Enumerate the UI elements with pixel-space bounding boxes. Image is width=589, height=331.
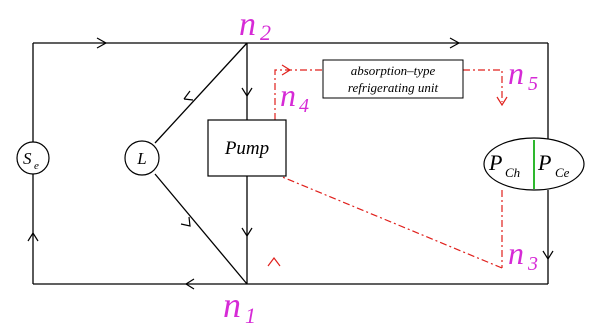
absorption-unit-component: absorption–type refrigerating unit (322, 59, 464, 99)
load-component: L (124, 140, 160, 176)
right-edge-arrow (542, 250, 554, 261)
top-right-arrow (449, 37, 461, 49)
node-n4-letter: n (280, 77, 296, 113)
chiller-right-subscript: Ce (555, 165, 570, 180)
chiller-component: P Ch P Ce (483, 137, 585, 191)
source-letter: S (23, 149, 32, 168)
node-n2-label: n 2 (239, 6, 271, 45)
pump-component: Pump (207, 119, 287, 177)
node-n4-label: n 4 (280, 77, 309, 117)
load-lower-arrow (180, 216, 191, 227)
chiller-left-letter: P (488, 150, 502, 175)
pump-label: Pump (224, 138, 269, 159)
dashed-arrow-up (267, 257, 281, 267)
node-n4-subscript: 4 (299, 95, 309, 117)
node-n3-subscript: 3 (527, 253, 538, 275)
node-n1-letter: n (223, 285, 241, 325)
node-n5-label: n 5 (508, 55, 538, 95)
dashed-path-n3-to-pump (279, 175, 503, 269)
chiller-left-subscript: Ch (505, 165, 520, 180)
dashed-arrow-down (496, 96, 508, 107)
top-left-arrow (96, 37, 108, 49)
load-upper-arrow (183, 90, 194, 101)
pump-lower-arrow (241, 227, 253, 238)
node-n5-letter: n (508, 55, 524, 91)
load-label: L (136, 149, 146, 168)
node-n2-subscript: 2 (260, 20, 271, 45)
chiller-right-letter: P (537, 150, 551, 175)
dashed-arrow-right (281, 64, 292, 76)
node-n1-label: n 1 (223, 285, 256, 328)
dashed-path-unit-to-chiller (463, 69, 503, 102)
edge-n2-to-load (154, 42, 248, 144)
edge-load-to-n1 (154, 173, 248, 285)
node-n3-label: n 3 (508, 235, 538, 275)
node-n5-subscript: 5 (528, 73, 538, 95)
pump-upper-arrow (241, 87, 253, 98)
left-edge-arrow (27, 231, 39, 242)
dashed-path-pump-to-unit (274, 69, 323, 120)
bottom-edge-arrow (184, 278, 195, 290)
source-component: S e (16, 141, 50, 175)
node-n2-letter: n (239, 6, 256, 43)
absorption-unit-line1: absorption–type (351, 63, 436, 78)
node-n3-letter: n (508, 235, 524, 271)
node-n1-subscript: 1 (245, 303, 256, 328)
absorption-unit-line2: refrigerating unit (348, 80, 439, 95)
source-subscript: e (34, 160, 39, 172)
